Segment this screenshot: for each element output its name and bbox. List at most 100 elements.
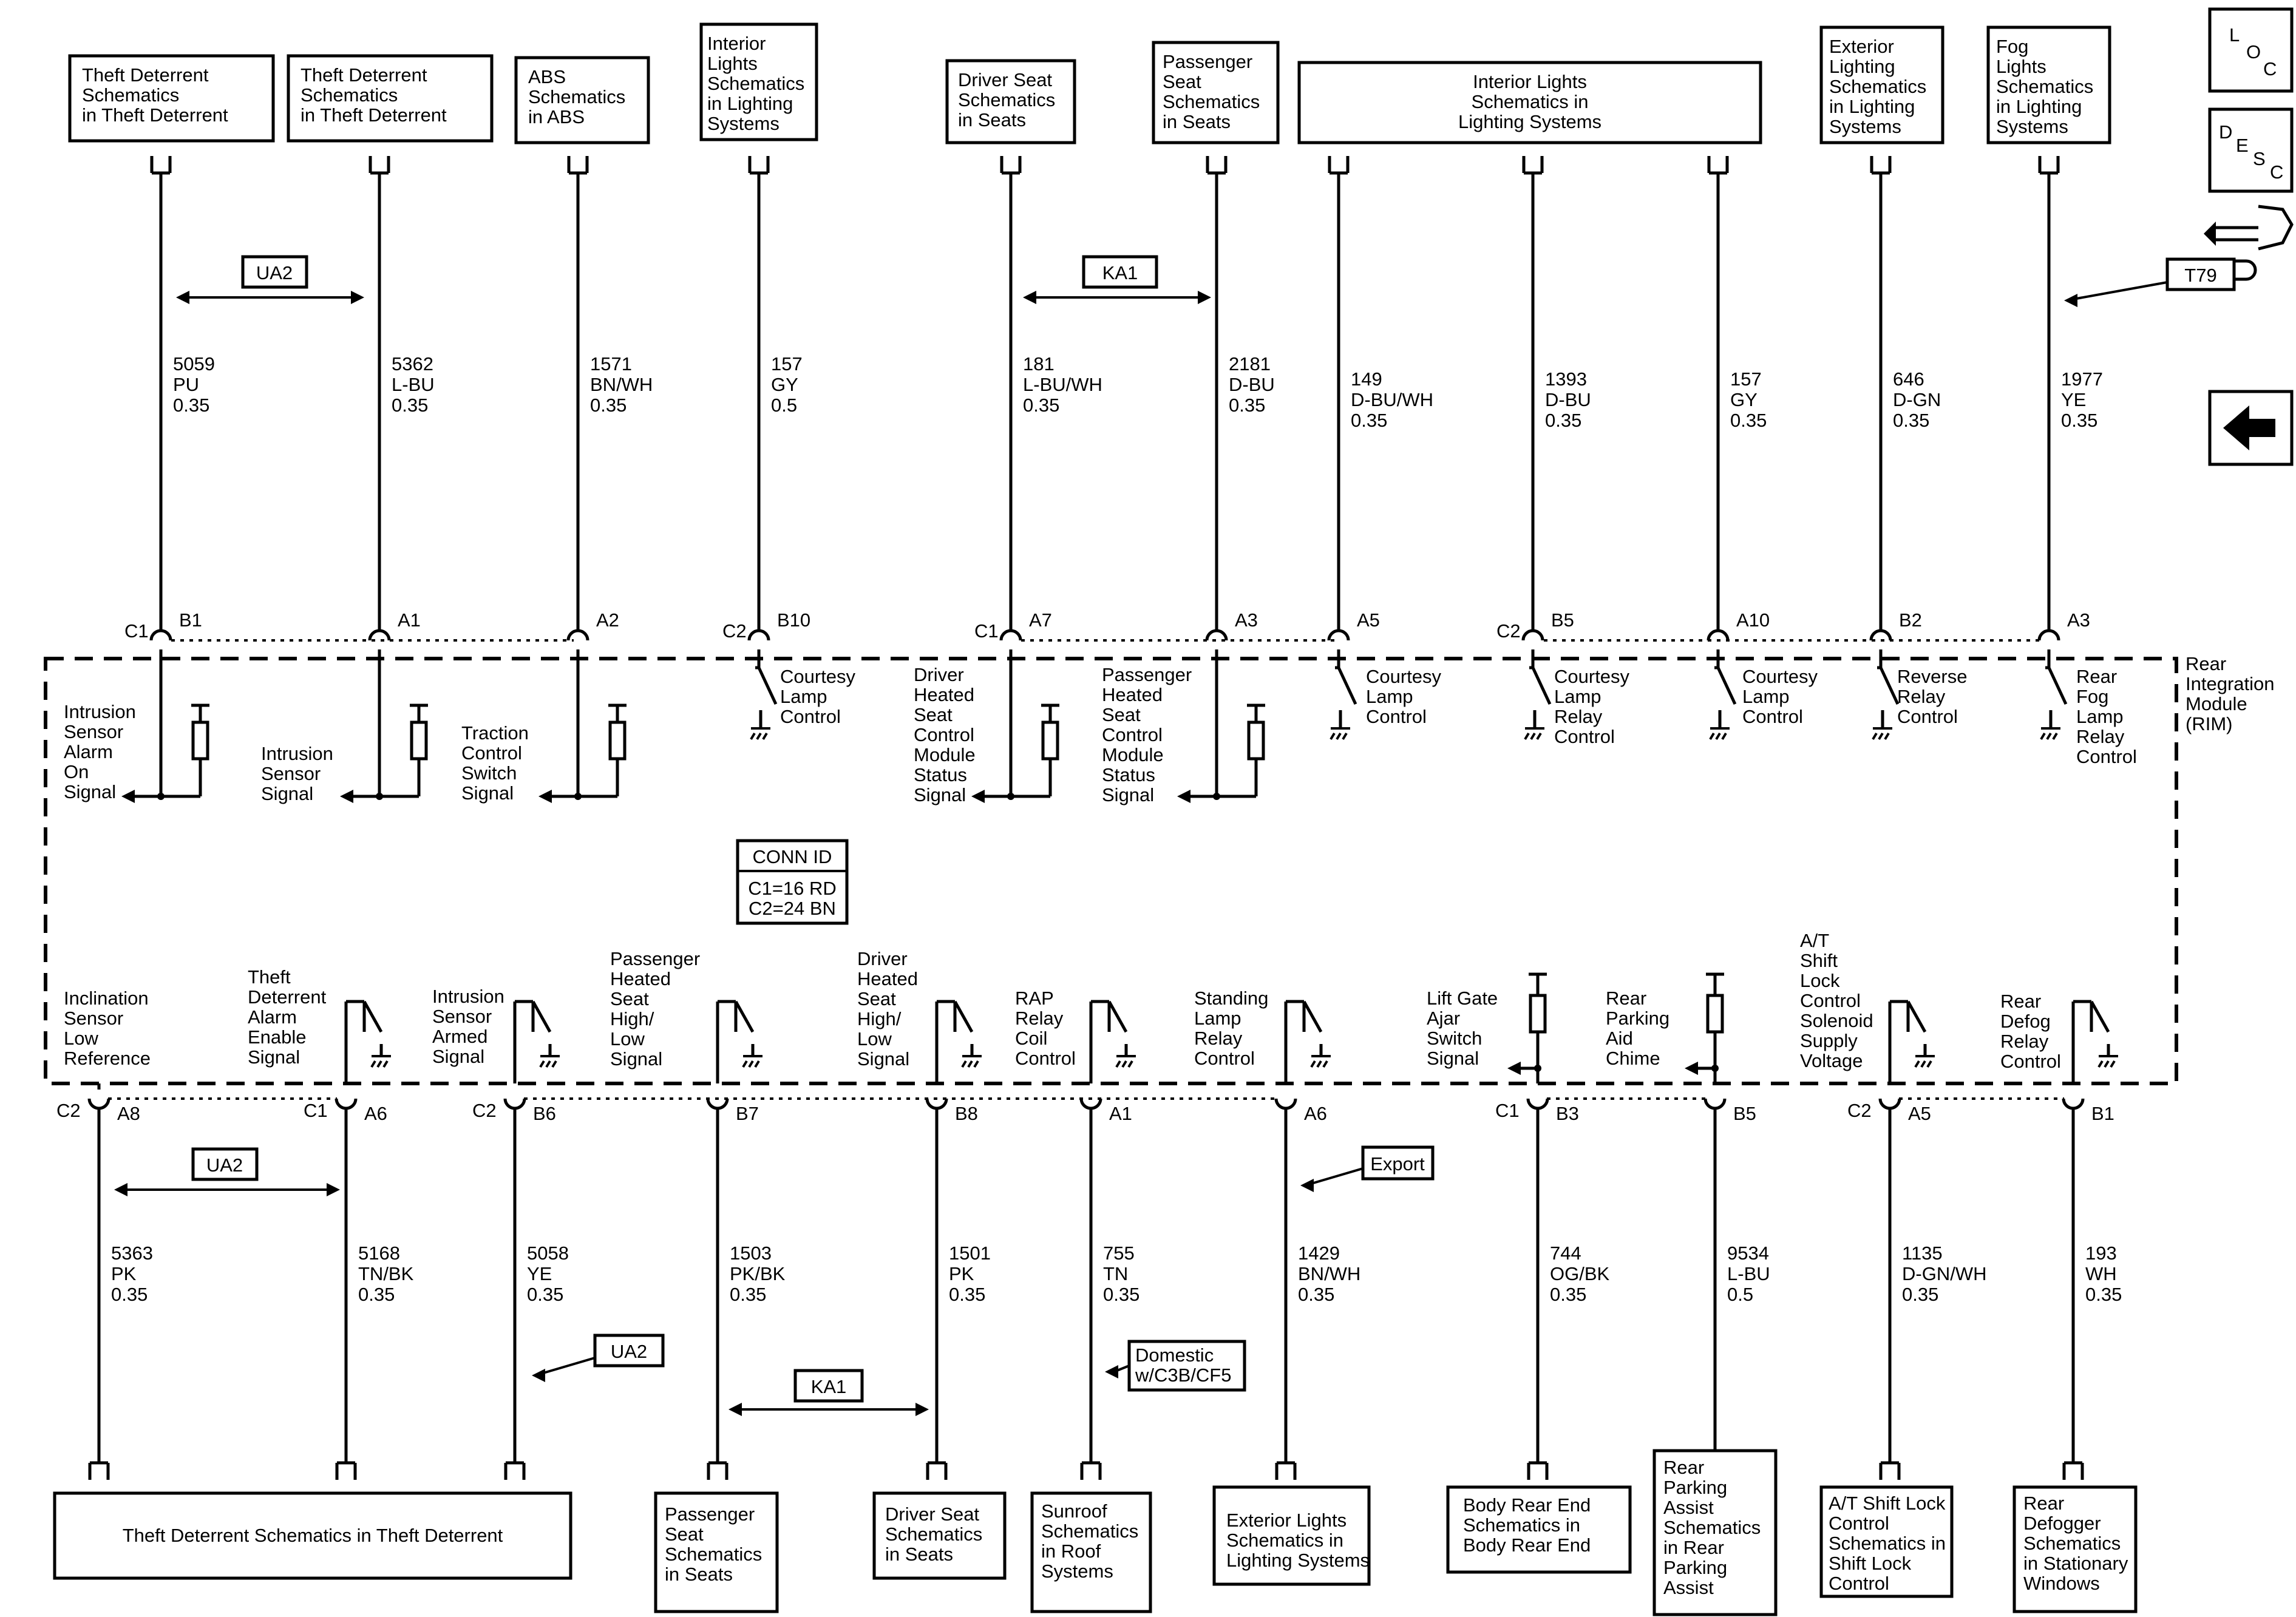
export-arrow-head xyxy=(1300,1179,1314,1192)
desc-letter: D xyxy=(2219,121,2232,143)
signal-label: Aid xyxy=(1606,1028,1633,1049)
signal-label: Reference xyxy=(64,1048,151,1069)
wire-label: TN/BK xyxy=(358,1263,414,1284)
ka1-scope-arrow-top-left-head xyxy=(1023,291,1036,304)
signal-label: Courtesy xyxy=(1366,666,1442,687)
connector-bottom-3 xyxy=(707,1461,729,1480)
signal-label: Lock xyxy=(1800,970,1840,991)
signal-label: Supply xyxy=(1800,1030,1858,1051)
signal-label: Relay xyxy=(2000,1031,2049,1052)
signal-label: Rear xyxy=(2076,666,2117,687)
pin-id: A1 xyxy=(398,609,421,631)
signal-label: Control xyxy=(1102,724,1163,745)
wire-label: 0.35 xyxy=(173,395,209,416)
destination-box-bottom-0 xyxy=(53,1491,572,1580)
switch-blade-9 xyxy=(1879,666,1900,705)
destination-box-top-10 xyxy=(1986,25,2111,144)
pin-id: B10 xyxy=(777,609,810,631)
module-label: Rear xyxy=(2186,653,2226,674)
junction-dot xyxy=(157,793,165,800)
signal-label: Seat xyxy=(1102,704,1141,725)
destination-label: in Lighting xyxy=(1829,96,1915,117)
signal-label: Enable xyxy=(248,1026,307,1048)
wire-label: 744 xyxy=(1550,1242,1581,1264)
wire-label: YE xyxy=(527,1263,552,1284)
wire-label: GY xyxy=(1730,389,1758,410)
pin-top-6 xyxy=(1327,629,1350,641)
connector-top-1 xyxy=(369,156,390,175)
signal-label: Signal xyxy=(64,781,116,802)
signal-label: Status xyxy=(1102,764,1155,785)
junction-dot xyxy=(376,793,383,800)
destination-label: Exterior xyxy=(1829,36,1894,57)
pin-id: A6 xyxy=(364,1103,387,1124)
pullup-resistor-bottom-8 xyxy=(1706,994,1724,1034)
pullup-resistor-0 xyxy=(191,720,209,761)
signal-label: Control xyxy=(780,706,841,727)
wire-label: 5058 xyxy=(527,1242,569,1264)
wire-label: PK xyxy=(111,1263,137,1284)
wire-label: 1503 xyxy=(730,1242,772,1264)
signal-label: Control xyxy=(461,742,522,764)
ground-bottom-4 xyxy=(961,1055,982,1068)
pin-id: B3 xyxy=(1556,1103,1579,1124)
signal-label: Signal xyxy=(1427,1048,1479,1069)
destination-label: Control xyxy=(1829,1513,1889,1534)
signal-label: Signal xyxy=(261,783,313,804)
wire-label: D-BU xyxy=(1229,374,1275,395)
destination-label: Lights xyxy=(707,53,758,74)
destination-label: Theft Deterrent Schematics in Theft Dete… xyxy=(123,1525,503,1546)
pin-id: A1 xyxy=(1109,1103,1132,1124)
connector-bottom-0 xyxy=(88,1461,110,1480)
junction-dot xyxy=(1711,1065,1719,1072)
signal-label: Lamp xyxy=(1554,686,1601,707)
signal-label: Shift xyxy=(1800,950,1838,971)
wire-label: 0.35 xyxy=(1229,395,1265,416)
ua2-scope-arrow-bottom-right-head xyxy=(327,1183,340,1196)
signal-label: Control xyxy=(1554,726,1615,747)
connector-bottom-4 xyxy=(926,1461,948,1480)
destination-label: Windows xyxy=(2023,1573,2100,1594)
pullup-resistor-bottom-7 xyxy=(1529,994,1547,1034)
junction-dot xyxy=(1007,793,1014,800)
signal-label: Relay xyxy=(1015,1008,1064,1029)
diagnostic-hand-wrench-icon xyxy=(2216,205,2294,281)
destination-label: Schematics xyxy=(1829,76,1926,97)
wire-label: BN/WH xyxy=(590,374,653,395)
destination-box-interior-lights xyxy=(1297,61,1762,144)
pin-top-8 xyxy=(1707,629,1730,641)
ua2-bottom-arrow-head xyxy=(532,1369,545,1382)
signal-label: Driver xyxy=(857,948,908,969)
signal-label: Heated xyxy=(857,968,918,989)
signal-label: Control xyxy=(1015,1048,1076,1069)
pin-top-3 xyxy=(747,629,770,641)
pullup-resistor-4 xyxy=(1041,720,1059,761)
connector-top-0 xyxy=(150,156,172,175)
option-ka1-top xyxy=(1082,255,1158,289)
destination-box-bottom-8 xyxy=(2012,1485,2138,1613)
signal-label: Sensor xyxy=(432,1006,492,1027)
destination-box-bottom-5 xyxy=(1446,1485,1632,1574)
option-label: KA1 xyxy=(1102,262,1138,283)
junction-dot xyxy=(574,793,582,800)
ua2-scope-arrow-top-right-head xyxy=(351,291,364,304)
signal-label: Rear xyxy=(1606,988,1646,1009)
destination-box-bottom-2 xyxy=(872,1491,1007,1580)
wire-label: 0.35 xyxy=(2061,410,2097,431)
signal-arrow-head-5 xyxy=(1177,790,1190,803)
signal-label: Heated xyxy=(610,968,671,989)
destination-label: Rear xyxy=(2023,1493,2064,1514)
wire-label: BN/WH xyxy=(1298,1263,1360,1284)
signal-label: Lamp xyxy=(780,686,827,707)
connector-top-2 xyxy=(567,156,589,175)
signal-label: Parking xyxy=(1606,1008,1669,1029)
wire-label: OG/BK xyxy=(1550,1263,1610,1284)
wire-label: 5362 xyxy=(392,353,433,375)
signal-label: Seat xyxy=(610,988,649,1009)
destination-label: Body Rear End xyxy=(1463,1494,1591,1516)
pin-top-4 xyxy=(999,629,1022,641)
signal-label: Signal xyxy=(914,784,966,805)
ua2-scope-arrow-top-left-head xyxy=(176,291,189,304)
destination-label: Seat xyxy=(1163,71,1201,92)
signal-label: Signal xyxy=(857,1048,909,1070)
